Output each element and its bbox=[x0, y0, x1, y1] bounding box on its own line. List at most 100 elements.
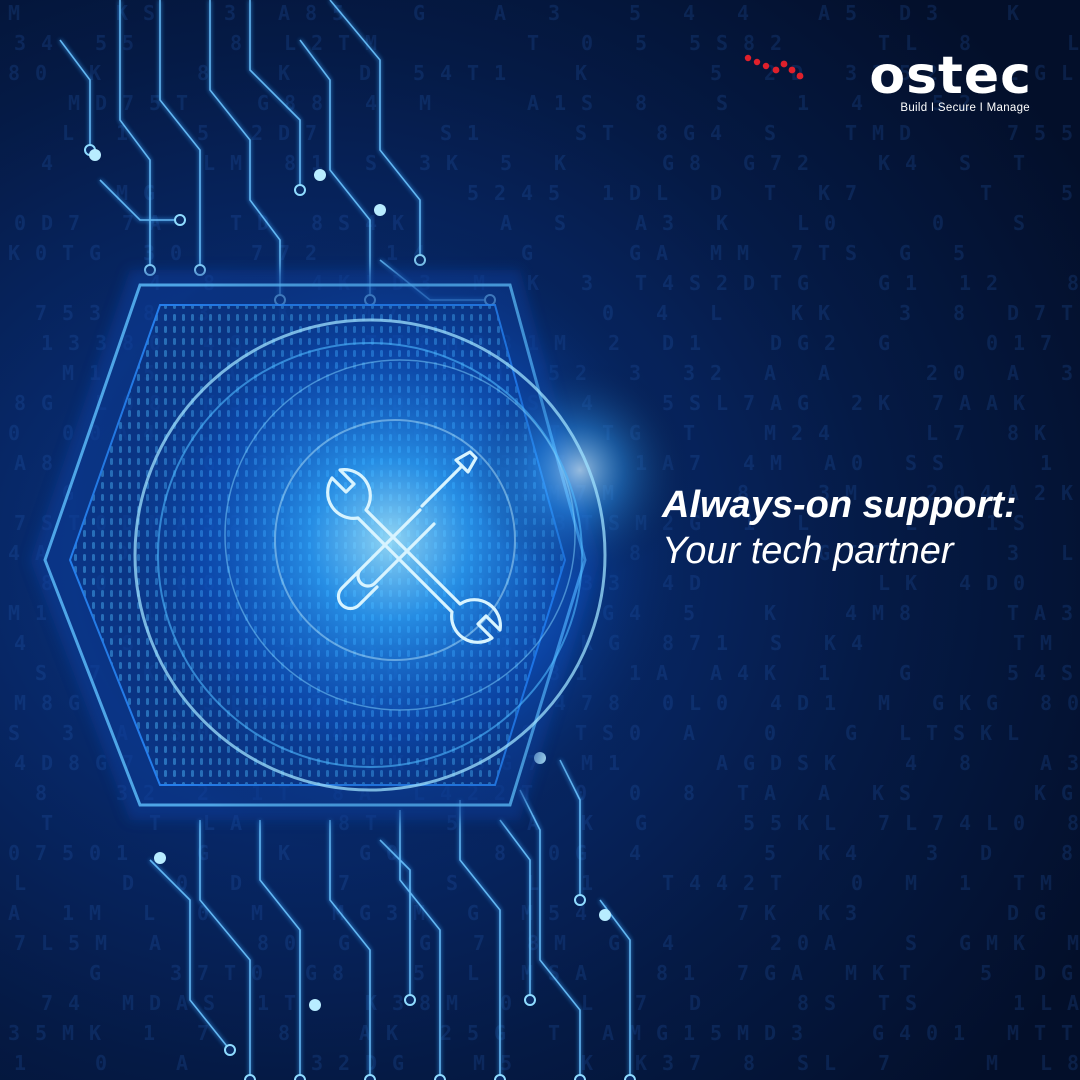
svg-text:D: D bbox=[359, 61, 371, 85]
svg-text:T: T bbox=[872, 541, 884, 565]
svg-text:8: 8 bbox=[959, 751, 971, 775]
svg-text:0: 0 bbox=[926, 1021, 938, 1045]
svg-text:0: 0 bbox=[35, 241, 47, 265]
svg-text:7: 7 bbox=[845, 181, 857, 205]
svg-text:M: M bbox=[8, 601, 20, 625]
svg-text:M: M bbox=[1040, 631, 1052, 655]
svg-text:S: S bbox=[959, 151, 971, 175]
svg-text:S: S bbox=[845, 241, 857, 265]
svg-text:2: 2 bbox=[851, 391, 863, 415]
svg-text:8: 8 bbox=[743, 1051, 755, 1075]
svg-text:7: 7 bbox=[305, 121, 317, 145]
svg-text:1: 1 bbox=[959, 271, 971, 295]
svg-text:M: M bbox=[872, 121, 884, 145]
svg-text:1: 1 bbox=[116, 841, 128, 865]
svg-text:G: G bbox=[68, 691, 80, 715]
svg-text:8: 8 bbox=[953, 301, 965, 325]
svg-text:K: K bbox=[872, 781, 884, 805]
svg-text:M: M bbox=[629, 1021, 641, 1045]
svg-text:0: 0 bbox=[851, 871, 863, 895]
svg-text:A: A bbox=[1067, 991, 1079, 1015]
svg-text:8: 8 bbox=[332, 961, 344, 985]
svg-text:3: 3 bbox=[1007, 541, 1019, 565]
svg-text:3: 3 bbox=[224, 1, 236, 25]
svg-text:2: 2 bbox=[338, 1051, 350, 1075]
svg-text:1: 1 bbox=[824, 691, 836, 715]
svg-text:M: M bbox=[521, 901, 533, 925]
svg-text:L: L bbox=[467, 961, 479, 985]
svg-text:7: 7 bbox=[743, 391, 755, 415]
svg-text:5: 5 bbox=[467, 181, 479, 205]
svg-text:8: 8 bbox=[230, 31, 242, 55]
svg-text:M: M bbox=[8, 1, 20, 25]
svg-text:A: A bbox=[1007, 361, 1019, 385]
svg-text:S: S bbox=[1013, 211, 1025, 235]
svg-text:8: 8 bbox=[311, 91, 323, 115]
svg-text:3: 3 bbox=[386, 901, 398, 925]
svg-text:A: A bbox=[764, 781, 776, 805]
core-rings bbox=[133, 318, 607, 792]
svg-text:0: 0 bbox=[986, 331, 998, 355]
svg-text:M: M bbox=[986, 1051, 998, 1075]
svg-text:T: T bbox=[845, 121, 857, 145]
svg-text:K: K bbox=[764, 661, 776, 685]
svg-text:1: 1 bbox=[62, 901, 74, 925]
svg-text:D: D bbox=[95, 91, 107, 115]
svg-text:8: 8 bbox=[743, 31, 755, 55]
svg-text:G: G bbox=[878, 331, 890, 355]
svg-text:1: 1 bbox=[797, 91, 809, 115]
svg-text:3: 3 bbox=[899, 301, 911, 325]
svg-text:S: S bbox=[797, 1051, 809, 1075]
svg-text:5: 5 bbox=[710, 1021, 722, 1045]
svg-text:K: K bbox=[824, 631, 836, 655]
svg-text:M: M bbox=[521, 961, 533, 985]
svg-text:M: M bbox=[473, 1051, 485, 1075]
svg-text:T: T bbox=[635, 271, 647, 295]
svg-text:5: 5 bbox=[932, 91, 944, 115]
svg-text:5: 5 bbox=[1061, 181, 1073, 205]
svg-text:4: 4 bbox=[662, 271, 674, 295]
svg-text:G: G bbox=[419, 931, 431, 955]
svg-text:D: D bbox=[1007, 901, 1019, 925]
svg-text:S: S bbox=[554, 211, 566, 235]
svg-text:7: 7 bbox=[689, 1051, 701, 1075]
svg-text:M: M bbox=[95, 931, 107, 955]
svg-text:K: K bbox=[716, 211, 728, 235]
svg-text:1: 1 bbox=[1013, 991, 1025, 1015]
svg-text:A: A bbox=[278, 1, 290, 25]
svg-text:T: T bbox=[527, 31, 539, 55]
svg-text:1: 1 bbox=[953, 1021, 965, 1045]
svg-text:A: A bbox=[527, 91, 539, 115]
svg-text:S: S bbox=[905, 931, 917, 955]
svg-text:D: D bbox=[629, 181, 641, 205]
svg-text:A: A bbox=[818, 781, 830, 805]
svg-text:A: A bbox=[824, 931, 836, 955]
svg-text:G: G bbox=[338, 931, 350, 955]
svg-text:G: G bbox=[845, 721, 857, 745]
svg-text:8: 8 bbox=[197, 61, 209, 85]
svg-text:8: 8 bbox=[527, 931, 539, 955]
svg-text:2: 2 bbox=[926, 361, 938, 385]
svg-text:T: T bbox=[980, 181, 992, 205]
svg-text:D: D bbox=[257, 211, 269, 235]
svg-text:4: 4 bbox=[683, 1, 695, 25]
svg-text:4: 4 bbox=[743, 451, 755, 475]
svg-text:7: 7 bbox=[35, 301, 47, 325]
svg-text:D: D bbox=[764, 1021, 776, 1045]
svg-text:2: 2 bbox=[770, 31, 782, 55]
svg-text:5: 5 bbox=[500, 151, 512, 175]
svg-text:A: A bbox=[176, 991, 188, 1015]
svg-text:A: A bbox=[818, 1, 830, 25]
svg-text:8: 8 bbox=[737, 481, 749, 505]
svg-text:0: 0 bbox=[797, 931, 809, 955]
svg-text:L: L bbox=[716, 391, 728, 415]
svg-text:0: 0 bbox=[716, 691, 728, 715]
svg-text:3: 3 bbox=[926, 841, 938, 865]
svg-text:T: T bbox=[818, 241, 830, 265]
svg-text:D: D bbox=[980, 841, 992, 865]
svg-text:S: S bbox=[203, 991, 215, 1015]
svg-text:K: K bbox=[878, 391, 890, 415]
svg-text:7: 7 bbox=[197, 961, 209, 985]
svg-text:8: 8 bbox=[635, 91, 647, 115]
svg-text:K: K bbox=[1034, 421, 1046, 445]
